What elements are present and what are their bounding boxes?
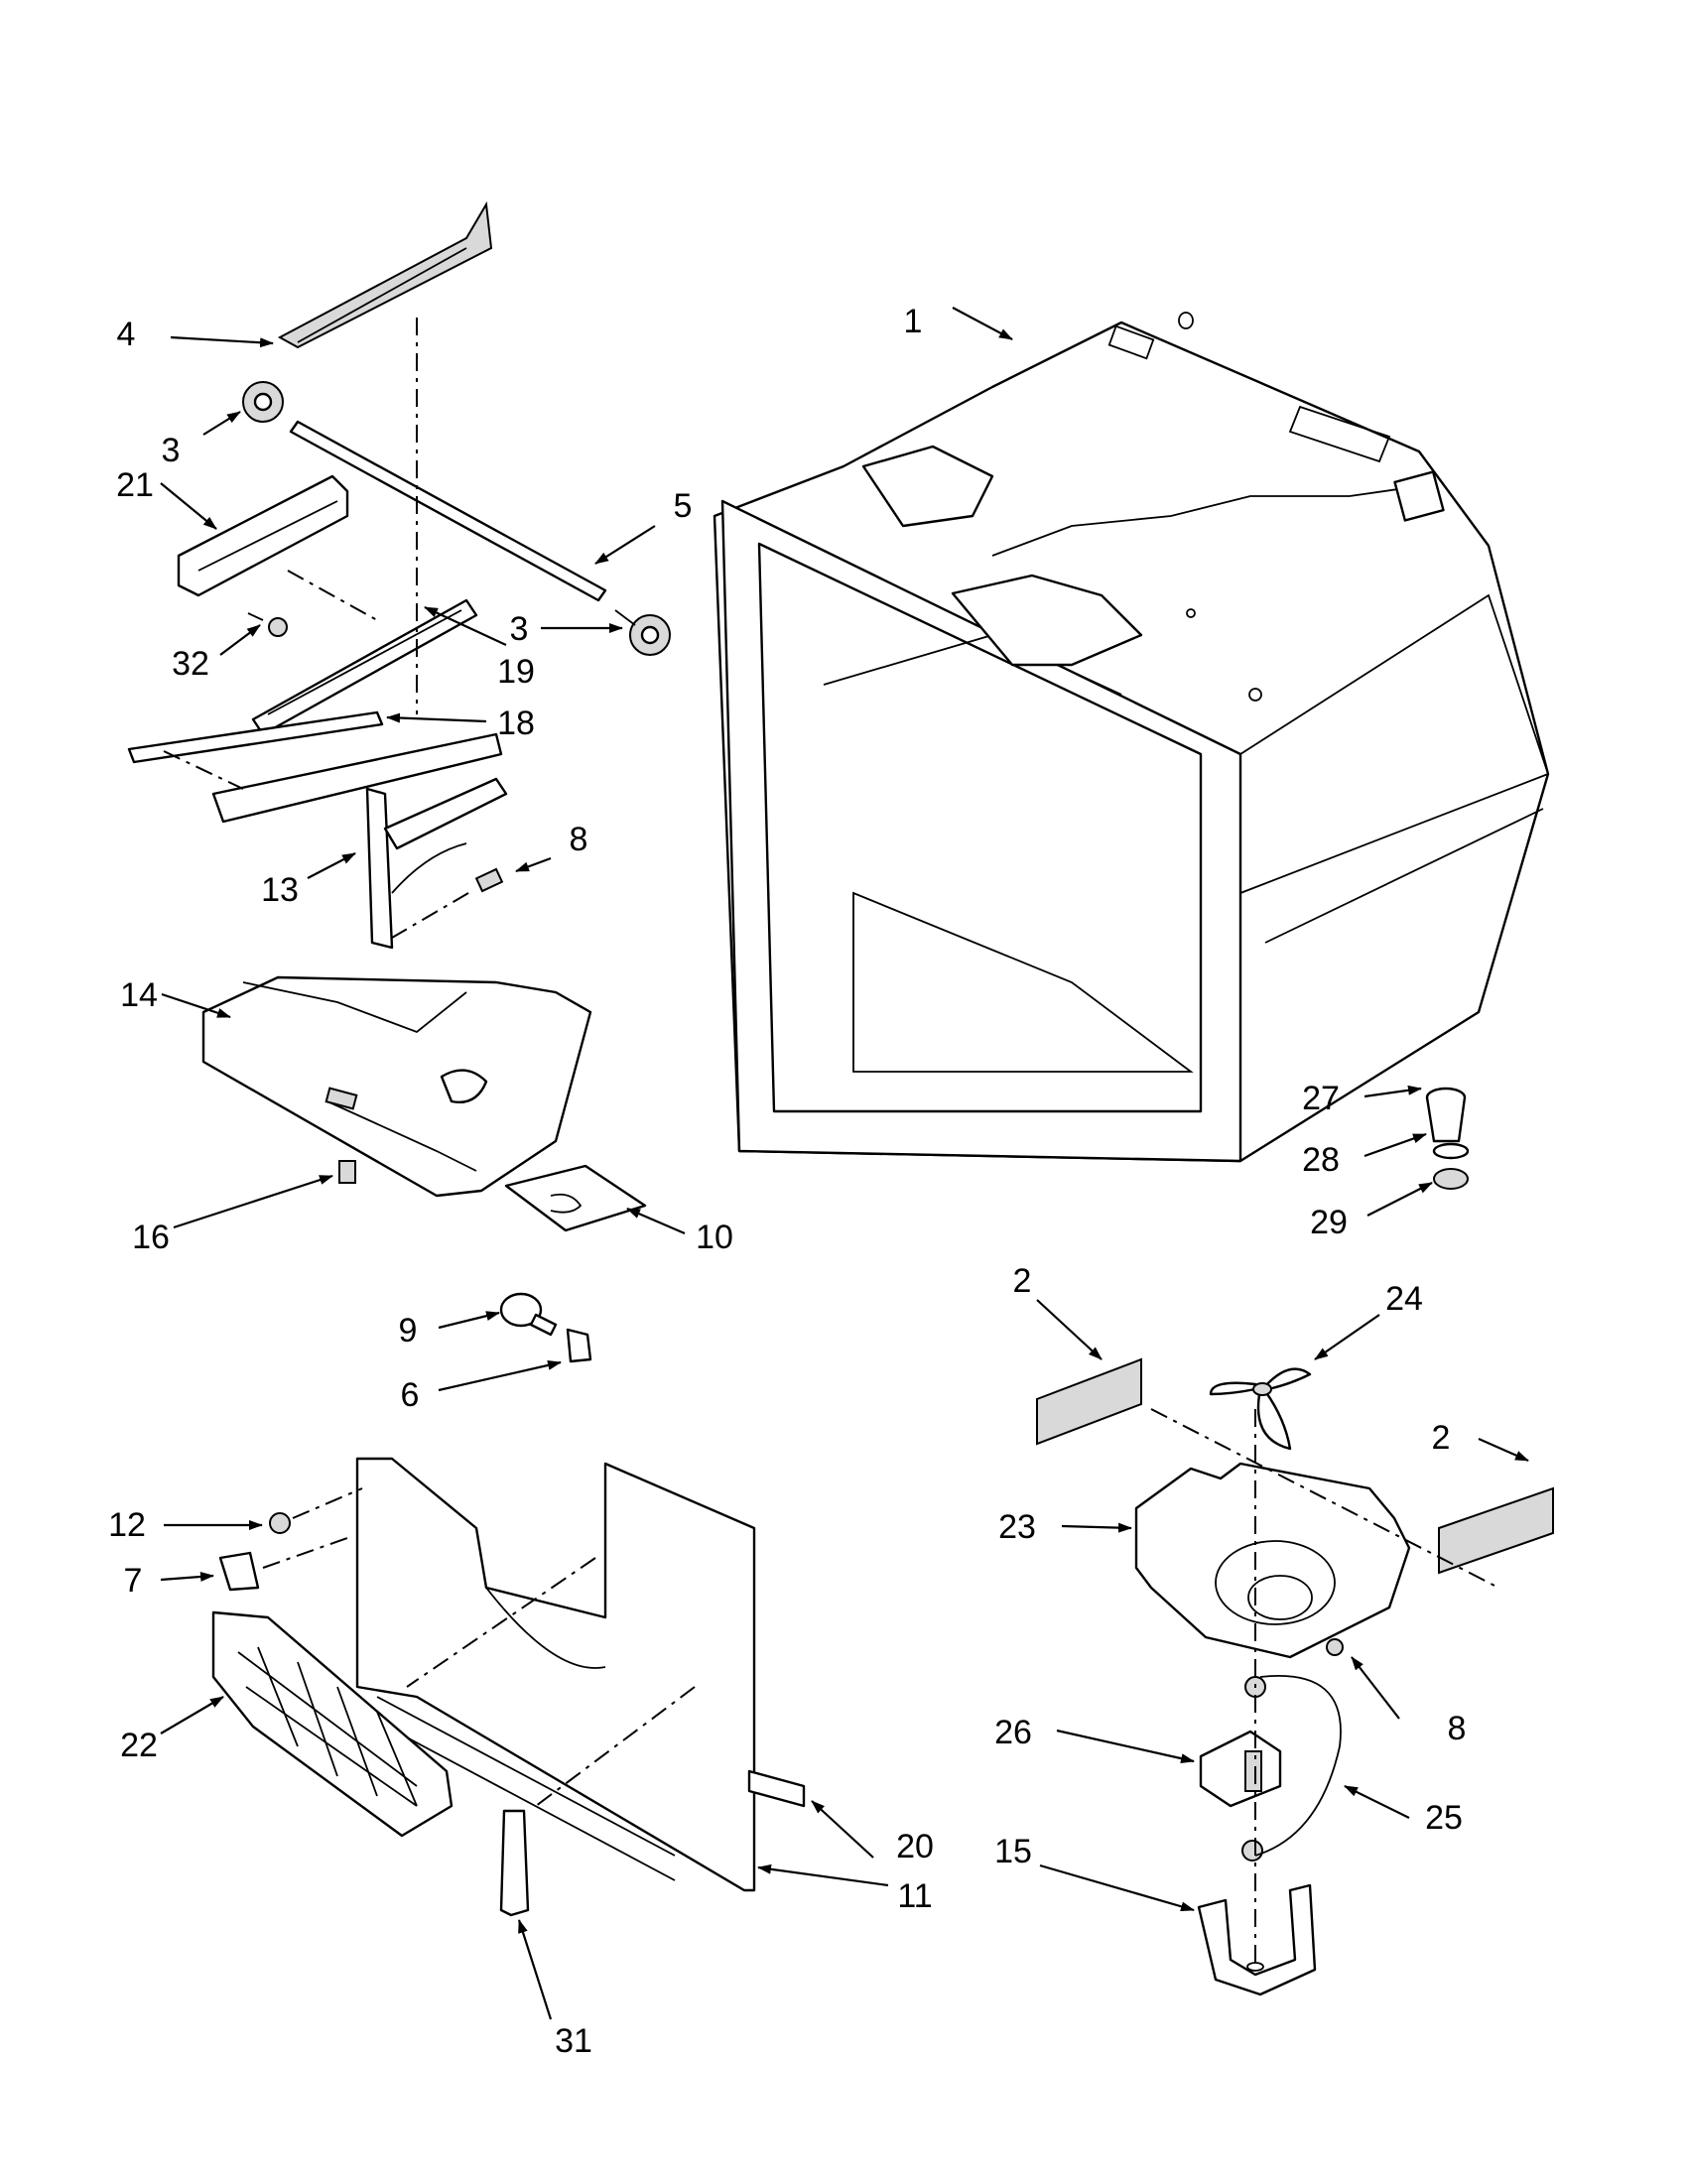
fan-motor-26: [1199, 1676, 1282, 1862]
clip-31: [499, 1809, 530, 1917]
light-switch-16: [338, 1160, 356, 1184]
callout-19: 19: [497, 653, 535, 691]
callout-16: 16: [132, 1219, 170, 1256]
screw-8-right: [1326, 1638, 1344, 1656]
callout-3-upper: 3: [162, 432, 181, 469]
callout-5: 5: [674, 487, 693, 525]
callout-23: 23: [998, 1508, 1036, 1546]
insulation-pad-2-left: [1036, 1357, 1142, 1446]
leader-lines: [160, 307, 1529, 2020]
callout-25: 25: [1425, 1799, 1463, 1837]
callout-15: 15: [994, 1833, 1032, 1870]
callout-1: 1: [904, 303, 923, 340]
callout-14: 14: [120, 976, 158, 1014]
slide-rail-18: [127, 710, 503, 824]
light-bulb-9: [499, 1292, 558, 1337]
fan-blade-24: [1209, 1367, 1312, 1451]
rear-cover-11: [355, 1457, 756, 1892]
slide-rail-4: [277, 200, 493, 349]
motor-bracket-15: [1197, 1883, 1317, 1996]
callout-7: 7: [124, 1562, 143, 1600]
grommet-29: [1433, 1168, 1469, 1190]
rail-support-13: [365, 777, 508, 950]
pinion-gear-upper-3: [242, 381, 284, 423]
callout-13: 13: [261, 871, 299, 909]
callout-8-right: 8: [1448, 1710, 1467, 1747]
callout-10: 10: [696, 1219, 733, 1256]
wire-harness-25: [1254, 1675, 1342, 1857]
bracket-7: [218, 1537, 348, 1592]
callout-26: 26: [994, 1714, 1032, 1751]
callout-labels: 1 2 2 3 3 4 5 6 7 8 8 9 10 11 12 13 14 1…: [108, 303, 1466, 2060]
screw-upper-32: [247, 612, 288, 637]
callout-12: 12: [108, 1506, 146, 1544]
o-ring-28: [1432, 1142, 1470, 1160]
callout-21: 21: [116, 466, 154, 504]
light-shield-10: [504, 1164, 647, 1232]
light-socket-6: [566, 1328, 592, 1363]
callout-22: 22: [120, 1727, 158, 1764]
gasket-20: [747, 1769, 806, 1808]
callout-4: 4: [117, 316, 136, 353]
callout-2-right: 2: [1432, 1419, 1451, 1457]
axle-rod-5: [289, 420, 607, 602]
callout-6: 6: [401, 1376, 420, 1414]
callout-31: 31: [555, 2022, 592, 2060]
callout-28: 28: [1302, 1141, 1340, 1179]
freezer-liner: [713, 312, 1550, 1163]
callout-9: 9: [399, 1312, 418, 1349]
rail-bracket-21: [177, 474, 349, 597]
callout-8-left: 8: [570, 821, 588, 858]
damper-cup-27: [1425, 1087, 1467, 1143]
callout-20: 20: [896, 1828, 934, 1865]
light-housing-14: [201, 975, 592, 1198]
callout-3-lower: 3: [510, 610, 529, 648]
callout-32: 32: [172, 645, 209, 683]
pinion-gear-lower-3: [614, 609, 671, 656]
callout-29: 29: [1310, 1204, 1348, 1241]
callout-24: 24: [1385, 1280, 1423, 1318]
grille-22: [211, 1610, 454, 1838]
callout-27: 27: [1302, 1080, 1340, 1117]
insulation-pad-2-right: [1438, 1486, 1554, 1575]
screw-12: [269, 1487, 363, 1534]
callout-18: 18: [497, 705, 535, 742]
callout-2-left: 2: [1013, 1262, 1032, 1300]
screw-8-left: [391, 867, 504, 939]
fan-shroud-23: [1134, 1462, 1411, 1659]
callout-11: 11: [897, 1877, 932, 1915]
